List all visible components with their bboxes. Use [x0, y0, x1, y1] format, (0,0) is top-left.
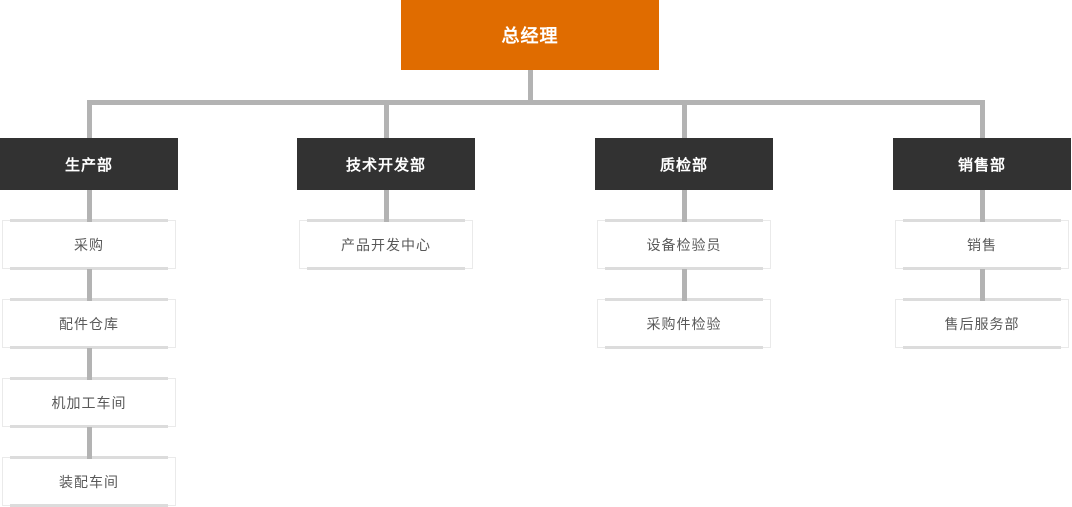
- dept-node-quality: 质检部: [595, 138, 773, 190]
- node-assembly-workshop: 装配车间: [2, 456, 176, 507]
- connector-sales-2: [979, 269, 985, 301]
- dept-node-sales-label: 销售部: [957, 156, 1006, 174]
- dept-node-sales: 销售部: [893, 138, 1071, 190]
- node-after-sales-service: 售后服务部: [895, 298, 1069, 349]
- dept-node-tech-dev: 技术开发部: [297, 138, 475, 190]
- node-equipment-inspector: 设备检验员: [597, 219, 771, 270]
- node-purchased-parts-inspection-label: 采购件检验: [646, 315, 722, 332]
- node-product-dev-center: 产品开发中心: [299, 219, 473, 270]
- node-procurement-label: 采购: [74, 236, 104, 253]
- node-sales: 销售: [895, 219, 1069, 270]
- connector-crossbar: [86, 100, 985, 105]
- dept-node-quality-label: 质检部: [659, 156, 708, 174]
- node-sales-label: 销售: [967, 236, 997, 253]
- connector-drop-production: [86, 100, 92, 138]
- node-after-sales-service-label: 售后服务部: [944, 315, 1020, 332]
- root-node-label: 总经理: [501, 26, 559, 46]
- node-machining-workshop-label: 机加工车间: [51, 394, 127, 411]
- dept-node-production: 生产部: [0, 138, 178, 190]
- connector-production-4: [86, 427, 92, 459]
- node-purchased-parts-inspection: 采购件检验: [597, 298, 771, 349]
- connector-quality-2: [681, 269, 687, 301]
- connector-drop-tech-dev: [383, 100, 389, 138]
- node-product-dev-center-label: 产品开发中心: [341, 236, 431, 253]
- connector-tech-dev-1: [383, 190, 389, 222]
- connector-drop-sales: [979, 100, 985, 138]
- dept-node-tech-dev-label: 技术开发部: [345, 156, 426, 174]
- node-assembly-workshop-label: 装配车间: [59, 473, 119, 490]
- connector-quality-1: [681, 190, 687, 222]
- connector-sales-1: [979, 190, 985, 222]
- node-parts-warehouse-label: 配件仓库: [59, 315, 119, 332]
- dept-node-production-label: 生产部: [64, 156, 113, 174]
- root-node: 总经理: [401, 0, 659, 70]
- node-parts-warehouse: 配件仓库: [2, 298, 176, 349]
- connector-drop-quality: [681, 100, 687, 138]
- connector-production-1: [86, 190, 92, 222]
- node-machining-workshop: 机加工车间: [2, 377, 176, 428]
- node-equipment-inspector-label: 设备检验员: [646, 236, 722, 253]
- node-procurement: 采购: [2, 219, 176, 270]
- connector-production-2: [86, 269, 92, 301]
- connector-production-3: [86, 348, 92, 380]
- connector-trunk: [527, 70, 533, 105]
